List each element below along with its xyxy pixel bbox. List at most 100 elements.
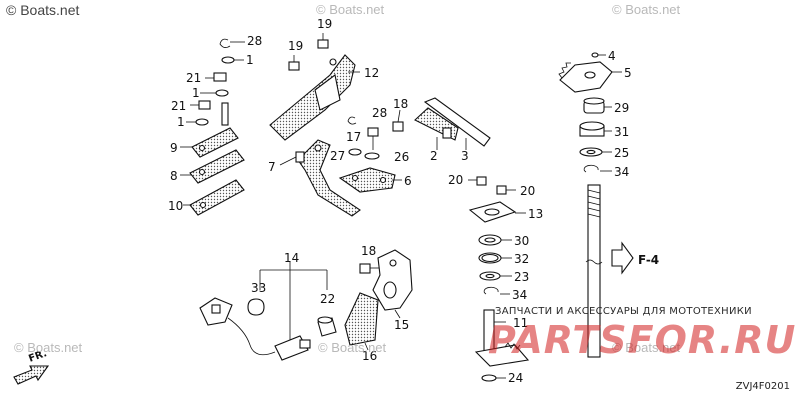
- callout-11: 11: [513, 316, 528, 330]
- watermark-top-center: © Boats.net: [316, 2, 384, 17]
- callout-29: 29: [614, 101, 629, 115]
- diagram-code: ZVJ4F0201: [735, 381, 790, 392]
- front-arrow-icon: [13, 365, 50, 385]
- bolt-19-left: [288, 55, 300, 71]
- watermark-text: Boats.net: [625, 2, 681, 17]
- callout-10: 10: [168, 199, 183, 213]
- holder-13: [468, 201, 517, 223]
- copyright-icon: ©: [6, 2, 17, 18]
- watermark-bottom-left: © Boats.net: [14, 340, 82, 355]
- callout-3: 3: [461, 149, 469, 163]
- f4-arrow-icon: [611, 241, 634, 275]
- washer-1-low: [186, 118, 209, 126]
- bolt-20-right: [496, 185, 507, 195]
- callout-23: 23: [514, 270, 529, 284]
- clip-28-mid: [347, 116, 357, 125]
- bolt-19-top: [317, 33, 329, 49]
- callout-13: 13: [528, 207, 543, 221]
- callout-4: 4: [608, 49, 616, 63]
- plate-9: [191, 127, 239, 158]
- watermark-bottom-center: © Boats.net: [318, 340, 386, 355]
- callout-30: 30: [514, 234, 529, 248]
- callout-1a: 1: [246, 53, 254, 67]
- callout-28a: 28: [247, 34, 262, 48]
- callout-15: 15: [394, 318, 409, 332]
- bolt-20-left: [476, 176, 487, 186]
- callout-34a: 34: [512, 288, 527, 302]
- gear-shaft-11: [474, 309, 530, 367]
- callout-28b: 28: [372, 106, 387, 120]
- watermark-text: Boats.net: [27, 340, 83, 355]
- callout-34b: 34: [614, 165, 629, 179]
- washer-27: [348, 148, 362, 156]
- callout-27: 27: [330, 149, 345, 163]
- cover-16: [344, 292, 379, 346]
- bushing-31: [579, 121, 605, 137]
- callout-26: 26: [394, 150, 409, 164]
- washer-25: [579, 147, 603, 157]
- bracket-line-14: [259, 262, 328, 340]
- callout-21a: 21: [186, 71, 201, 85]
- washer-1-mid: [200, 89, 229, 97]
- copyright-icon: ©: [612, 2, 622, 17]
- callout-20b: 20: [520, 184, 535, 198]
- callout-12: 12: [364, 66, 379, 80]
- callout-21b: 21: [171, 99, 186, 113]
- watermark-text: Boats.net: [331, 340, 387, 355]
- long-shaft: [585, 184, 603, 358]
- callout-5: 5: [624, 66, 632, 80]
- clip-34-upper: [583, 164, 599, 173]
- callout-33: 33: [251, 281, 266, 295]
- watermark-text: Boats.net: [20, 2, 80, 18]
- callout-19a: 19: [317, 17, 332, 31]
- callout-16: 16: [362, 349, 377, 363]
- reference-f4: F-4: [638, 253, 659, 267]
- clip-28-left: [219, 38, 245, 48]
- washer-24: [481, 374, 497, 382]
- callout-14: 14: [284, 251, 299, 265]
- watermark-bottom-right: © Boats.net: [612, 340, 680, 355]
- copyright-icon: ©: [318, 340, 328, 355]
- nut-21-top: [205, 72, 227, 82]
- bolt-18-low: [359, 263, 380, 274]
- pin-4: [591, 52, 599, 58]
- connector: [199, 297, 233, 326]
- callout-22: 22: [320, 292, 335, 306]
- collar-29: [583, 97, 605, 114]
- bolt-18-top: [392, 109, 404, 132]
- washer-23: [479, 271, 501, 281]
- watermark-top-left: © Boats.net: [6, 2, 79, 18]
- watermark-text: Boats.net: [625, 340, 681, 355]
- nut-21-mid: [190, 100, 211, 110]
- callout-7: 7: [268, 160, 276, 174]
- callout-31: 31: [614, 125, 629, 139]
- callout-18b: 18: [361, 244, 376, 258]
- bracket-15: [372, 249, 413, 311]
- grommet-22: [317, 316, 337, 337]
- copyright-icon: ©: [14, 340, 24, 355]
- wire: [227, 317, 276, 356]
- callout-17: 17: [346, 130, 361, 144]
- callout-24: 24: [508, 371, 523, 385]
- callout-1b: 1: [192, 86, 200, 100]
- watermark-top-right: © Boats.net: [612, 2, 680, 17]
- callout-18a: 18: [393, 97, 408, 111]
- callout-20a: 20: [448, 173, 463, 187]
- callout-19b: 19: [288, 39, 303, 53]
- plate-8: [189, 149, 245, 184]
- bracket-12: [269, 54, 356, 141]
- copyright-icon: ©: [316, 2, 326, 17]
- partsfor-logo: PARTSFOR.RU: [488, 318, 797, 362]
- callout-8: 8: [170, 169, 178, 183]
- washer-26: [364, 152, 380, 160]
- callout-6: 6: [404, 174, 412, 188]
- callout-25: 25: [614, 146, 629, 160]
- callout-2: 2: [430, 149, 438, 163]
- bolt-17: [367, 127, 379, 150]
- watermark-text: Boats.net: [329, 2, 385, 17]
- callout-32: 32: [514, 252, 529, 266]
- partsfor-banner: ЗАПЧАСТИ И АКСЕССУАРЫ ДЛЯ МОТОТЕХНИКИ: [495, 306, 752, 317]
- callout-9: 9: [170, 141, 178, 155]
